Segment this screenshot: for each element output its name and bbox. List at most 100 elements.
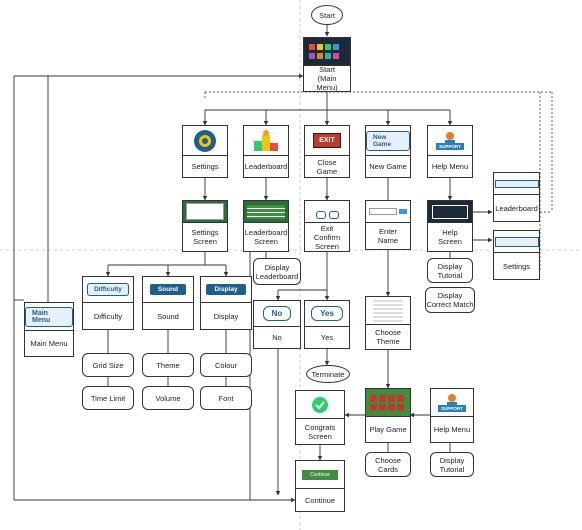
help-screen-label: Help Screen [438,228,462,246]
main-menu-button-image: Main Menu [25,306,73,327]
help-menu-2-node: SUPPORT Help Menu [430,388,474,443]
yes-button-image: Yes [311,306,343,321]
settings-screen-node: Settings Screen [182,200,228,252]
sound-node: Sound Sound [142,276,194,330]
time-limit-box: Time Limit [82,386,134,410]
help-menu-node: SUPPORT Help Menu [427,125,473,178]
continue-label: Continue [304,495,336,505]
enter-name-thumbnail [366,201,410,223]
new-game-thumbnail: New Game [366,126,410,156]
terminate-label: Terminate [311,369,345,379]
choose-theme-node: Choose Theme [365,296,411,350]
yes-thumbnail: Yes [305,301,349,327]
difficulty-label: Difficulty [93,311,123,321]
display-label: Display [213,311,239,321]
no-button-image: No [262,306,292,321]
settings-screen-label: Settings Screen [191,228,219,246]
settings-side-thumbnail [494,231,539,253]
settings-screen-thumbnail [183,201,227,223]
yes-node: Yes Yes [304,300,350,349]
settings-thumbnail [183,126,227,156]
start-main-menu-label: Start (Main Menu) [316,65,338,92]
difficulty-button-image: Difficulty [87,283,129,296]
play-game-label: Play Game [369,425,407,434]
start-main-menu-node: Start (Main Menu) [303,37,351,92]
leaderboard-screen-thumbnail [244,201,288,223]
support-badge-2: SUPPORT [438,405,466,412]
congrats-screen-node: Congrats Screen [295,390,345,445]
podium-icon [254,129,278,151]
display-tutorial-2-box: Display Tutorial [430,452,474,477]
main-menu-thumbnail [304,38,350,66]
continue-button-image: Continue [301,469,338,480]
support-badge: SUPPORT [436,143,464,150]
new-game-button-image: New Game [366,130,410,151]
support-person-icon [446,394,457,405]
gear-icon [194,129,216,152]
leaderboard-screen-node: Leaderboard Screen [243,200,289,252]
no-node: No No [253,300,301,349]
display-node: Display Display [200,276,252,330]
close-game-node: EXIT Close Game [304,125,350,178]
yes-label: Yes [320,333,334,342]
play-game-node: Play Game [365,388,411,443]
sound-label: Sound [157,311,179,321]
support-person-icon [444,132,455,143]
display-correct-match-box: Display Correct Match [425,287,475,313]
settings-side-label: Settings [502,261,531,271]
check-icon [312,396,328,413]
leaderboard-screen-label: Leaderboard Screen [244,228,288,246]
play-game-thumbnail [366,389,410,417]
volume-box: Volume [142,386,194,410]
help-menu-2-label: Help Menu [433,425,471,434]
choose-theme-thumbnail [366,297,410,325]
close-game-label: Close Game [316,157,338,176]
difficulty-node: Difficulty Difficulty [82,276,134,330]
choose-theme-label: Choose Theme [375,328,401,346]
leaderboard-side-node: Leaderboard [493,172,540,222]
display-leaderboard-box: Display Leaderboard [253,258,301,285]
congrats-label: Congrats Screen [304,422,336,441]
choose-cards-box: Choose Cards [365,452,411,477]
exit-confirm-screen-node: Exit Confirm Screen [304,200,350,252]
display-tutorial-box: Display Tutorial [427,258,473,283]
leaderboard-side-label: Leaderboard [495,203,538,213]
theme-box: Theme [142,353,194,377]
display-thumbnail: Display [201,277,251,303]
help-screen-node: Help Screen [427,200,473,252]
no-label: No [272,333,282,342]
main-menu-label: Main Menu [30,339,68,348]
difficulty-thumbnail: Difficulty [83,277,133,303]
leaderboard-label: Leaderboard [244,162,288,171]
continue-thumbnail: Continue [296,461,344,489]
congrats-thumbnail [296,391,344,419]
sound-button-image: Sound [149,284,187,295]
new-game-label: New Game [369,162,407,171]
leaderboard-side-thumbnail [494,173,539,195]
exit-sign: EXIT [313,133,341,148]
help-menu-label: Help Menu [431,162,469,171]
no-thumbnail: No [254,301,300,327]
grid-size-box: Grid Size [82,353,134,377]
close-game-thumbnail: EXIT [305,126,349,156]
leaderboard-node: Leaderboard [243,125,289,178]
board-grid-icon [370,394,404,411]
help-screen-thumbnail [428,201,472,223]
exit-confirm-thumbnail [305,201,349,223]
main-menu-node: Main Menu Main Menu [24,302,74,357]
start-label: Start [319,10,335,20]
display-button-image: Display [206,284,246,295]
card-grid-icon [309,43,339,59]
exit-confirm-label: Exit Confirm Screen [313,223,341,251]
terminate-terminal: Terminate [306,365,350,383]
enter-name-label: Enter Name [377,227,398,245]
new-game-node: New Game New Game [365,125,411,178]
help-menu-thumbnail: SUPPORT [428,126,472,156]
help-menu-2-thumbnail: SUPPORT [431,389,473,417]
enter-name-node: Enter Name [365,200,411,250]
main-menu-left-thumbnail: Main Menu [25,303,73,331]
font-box: Font [200,386,252,410]
start-terminal: Start [311,5,343,25]
continue-node: Continue Continue [295,460,345,512]
settings-side-node: Settings [493,230,540,280]
